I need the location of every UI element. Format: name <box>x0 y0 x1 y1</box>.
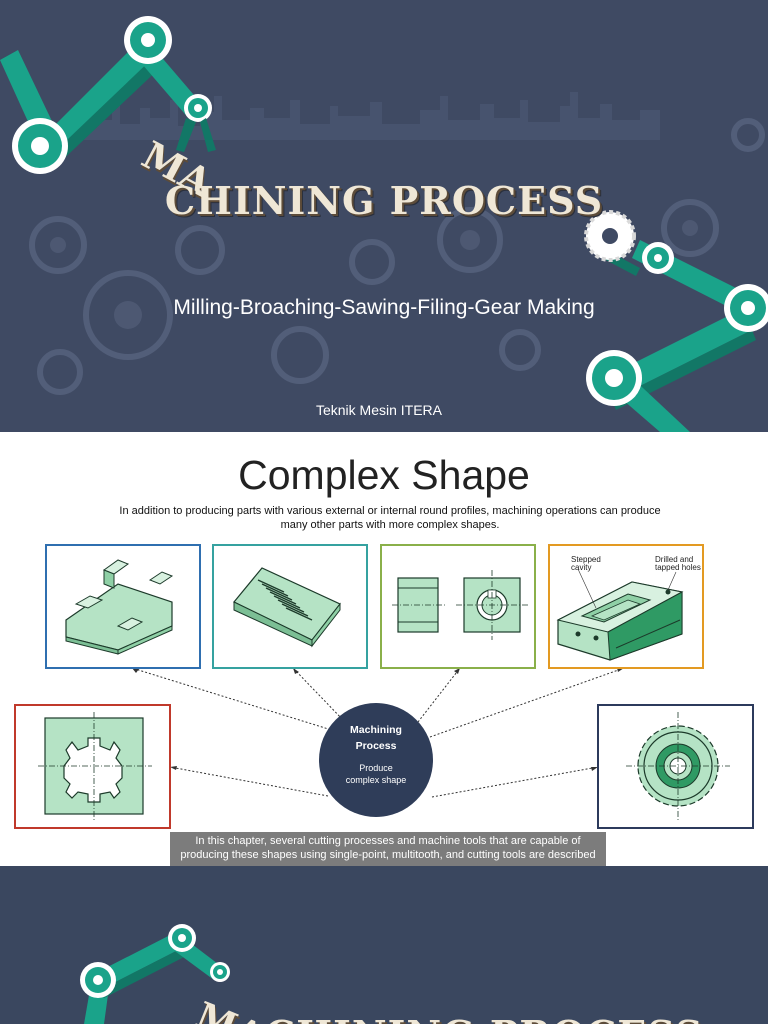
slide-background-art <box>0 16 768 432</box>
slide-background-art <box>80 924 230 1024</box>
right-robot-arm <box>584 210 768 432</box>
center-title-2: Process <box>356 740 397 752</box>
part-image-stepped-block <box>45 544 201 669</box>
machining-process-node: Machining Process Produce complex shape <box>319 703 433 817</box>
complex-shape-diagram: Stepped cavity Drilled and tapped holes <box>14 544 754 829</box>
slide-title: Complex Shape <box>238 452 530 498</box>
intro-text: In addition to producing parts with vari… <box>119 505 661 531</box>
part-image-stepped-cavity: Stepped cavity Drilled and tapped holes <box>548 544 704 669</box>
title-slide-repeat: MA CHINING PROCESS <box>0 866 768 1024</box>
callout-drilled-holes-2: tapped holes <box>655 563 701 572</box>
slide-title: CHINING PROCESS <box>164 178 604 223</box>
callout-drilled-holes-1: Drilled and <box>655 555 693 564</box>
slide-subtitle: Milling-Broaching-Sawing-Filing-Gear Mak… <box>173 296 595 319</box>
background-gears <box>29 118 765 395</box>
callout-stepped-cavity-1: Stepped <box>571 555 601 564</box>
part-image-serrated-block <box>212 544 368 669</box>
slide-author: Teknik Mesin ITERA <box>315 402 443 418</box>
connector-lines <box>131 667 625 798</box>
slide-title: CHINING PROCESS <box>265 1012 703 1024</box>
part-image-section-views <box>380 544 536 669</box>
part-image-splined-hole <box>14 704 171 829</box>
left-robot-arm <box>80 924 230 1024</box>
complex-shape-slide: Complex Shape In addition to producing p… <box>0 432 768 866</box>
center-title-1: Machining <box>350 724 402 736</box>
factory-skyline <box>80 92 660 140</box>
title-slide: MA CHINING PROCESS Milling-Broaching-Saw… <box>0 0 768 432</box>
center-sub-1: Produce <box>359 763 393 773</box>
center-sub-2: complex shape <box>346 775 407 785</box>
chapter-note: In this chapter, several cutting process… <box>170 832 606 866</box>
left-robot-arm <box>0 16 216 174</box>
callout-stepped-cavity-2: cavity <box>571 563 591 572</box>
part-image-spur-gear <box>597 704 754 829</box>
